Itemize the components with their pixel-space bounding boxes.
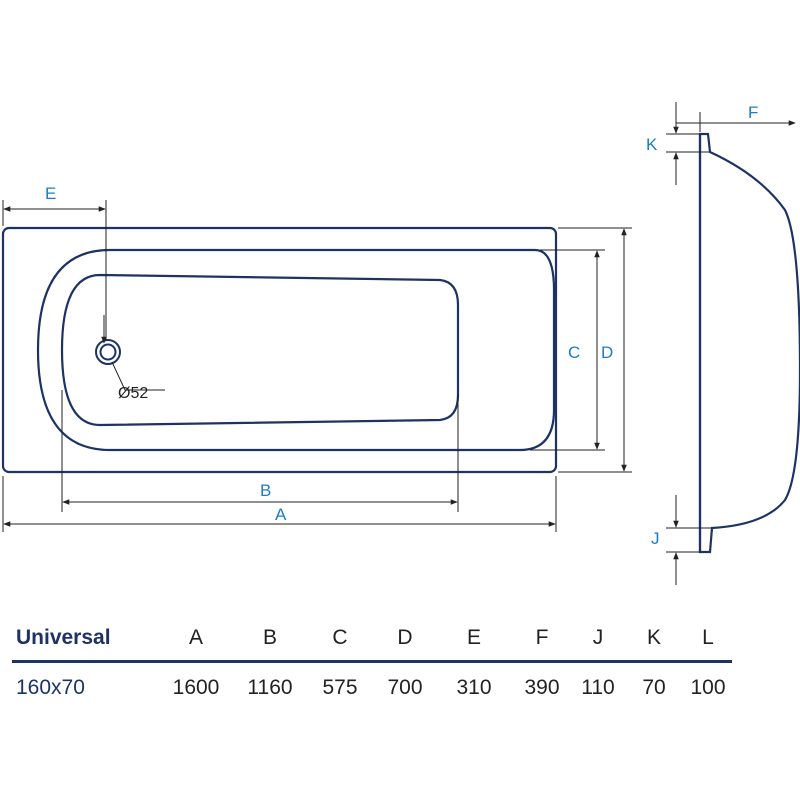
header-k: K: [646, 626, 662, 649]
dim-label-d: D: [601, 343, 613, 362]
dim-label-k: K: [646, 135, 658, 154]
row-k: 70: [642, 676, 666, 699]
row-a: 1600: [172, 676, 220, 699]
header-f: F: [535, 626, 549, 649]
spec-table: Universal A B C D E F J K L 160x70 1600 …: [12, 620, 732, 704]
drain-hole-outer: [95, 339, 121, 365]
tub-outer-rim: [1, 226, 558, 474]
header-a: A: [188, 626, 204, 649]
row-e: 310: [456, 676, 492, 699]
dim-label-e: E: [45, 184, 56, 203]
row-d: 700: [387, 676, 423, 699]
row-f: 390: [524, 676, 560, 699]
header-j: J: [592, 626, 604, 649]
dim-label-a: A: [275, 505, 287, 524]
drain-diameter-label: Ø52: [118, 385, 148, 402]
tub-bottom-outline: [60, 273, 460, 427]
header-d: D: [397, 626, 413, 649]
header-e: E: [466, 626, 482, 649]
dim-label-b: B: [260, 481, 271, 500]
spec-table-row: 160x70 1600 1160 575 700 310 390 110 70 …: [12, 670, 732, 704]
header-divider: [12, 660, 732, 663]
top-view: Ø52 E B A C D: [1, 184, 632, 532]
drain-hole-inner: [99, 343, 117, 361]
header-model: Universal: [16, 626, 111, 649]
tub-side-profile: [698, 132, 800, 554]
row-model: 160x70: [16, 676, 85, 699]
tub-inner-basin: [36, 248, 556, 452]
spec-table-header: Universal A B C D E F J K L: [12, 620, 732, 663]
row-b: 1160: [247, 676, 293, 699]
dim-label-f: F: [748, 103, 758, 122]
side-view: F K J: [646, 102, 800, 585]
row-c: 575: [322, 676, 358, 699]
dim-label-c: C: [568, 343, 580, 362]
header-c: C: [332, 626, 348, 649]
header-b: B: [262, 626, 278, 649]
row-l: 100: [690, 676, 726, 699]
header-l: L: [702, 626, 714, 649]
dim-label-j: J: [651, 529, 660, 548]
row-j: 110: [581, 676, 615, 699]
